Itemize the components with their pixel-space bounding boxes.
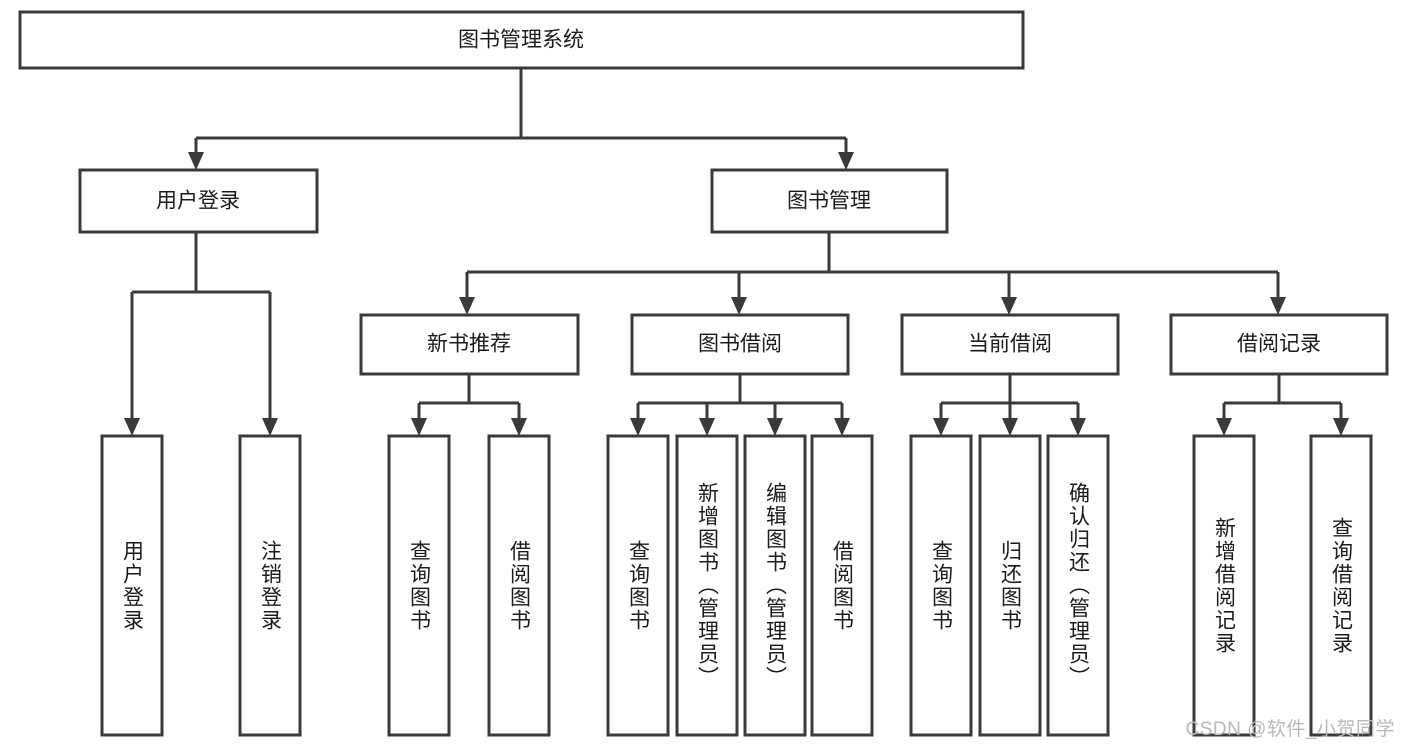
node-book-management-label: 图书管理 — [787, 190, 871, 213]
node-borrow-record-box[interactable] — [1169, 313, 1389, 376]
arrow-to-leaf-user-login — [124, 418, 140, 436]
arrow-to-leaf-add-book — [699, 418, 715, 436]
node-leaf-borrow-book-2-box[interactable] — [810, 434, 874, 737]
node-book-borrow-box[interactable] — [630, 313, 850, 376]
node-leaf-logout-login-box[interactable] — [238, 434, 302, 737]
node-book-borrow-label: 图书借阅 — [698, 333, 782, 356]
arrow-to-leaf-edit-book — [767, 418, 783, 436]
arrow-to-leaf-query-record — [1333, 418, 1349, 436]
node-user-login-label: 用户登录 — [156, 190, 240, 213]
node-leaf-user-login-box[interactable] — [100, 434, 164, 737]
node-new-book-recommend[interactable]: 新书推荐 — [359, 313, 580, 376]
arrow-to-new-book-recommend — [459, 297, 475, 315]
node-new-book-recommend-box[interactable] — [359, 313, 580, 376]
arrow-to-borrow-record — [1270, 297, 1286, 315]
node-borrow-record[interactable]: 借阅记录 — [1169, 313, 1389, 376]
node-leaf-query-book-2-box[interactable] — [606, 434, 670, 737]
node-leaf-query-book-1-box[interactable] — [387, 434, 451, 737]
node-new-book-recommend-label: 新书推荐 — [427, 333, 511, 356]
node-leaf-query-book-3-box[interactable] — [909, 434, 973, 737]
node-leaf-return-book-box[interactable] — [978, 434, 1042, 737]
node-root[interactable]: 图书管理系统 — [18, 10, 1025, 70]
node-leaf-borrow-book-1-box[interactable] — [487, 434, 551, 737]
edge-new-book-recommend-to-leaves — [417, 374, 521, 418]
node-current-borrow-label: 当前借阅 — [968, 333, 1052, 356]
node-book-management-box[interactable] — [710, 168, 949, 234]
node-root-label: 图书管理系统 — [458, 29, 584, 52]
leaf-box-layer — [100, 434, 1373, 737]
edge-book-management-to-level3 — [465, 232, 1280, 297]
arrow-to-leaf-add-record — [1216, 418, 1232, 436]
arrow-to-leaf-query-book-3 — [933, 418, 949, 436]
edge-user-login-to-leaves — [130, 232, 272, 418]
edge-book-borrow-to-leaves — [636, 374, 844, 418]
arrow-to-leaf-borrow-book-1 — [511, 418, 527, 436]
arrow-to-leaf-return-book — [1002, 418, 1018, 436]
node-leaf-add-book-box[interactable] — [675, 434, 739, 737]
arrow-to-book-borrow — [731, 297, 747, 315]
node-root-box[interactable] — [18, 10, 1025, 70]
node-current-borrow[interactable]: 当前借阅 — [900, 313, 1120, 376]
node-current-borrow-box[interactable] — [900, 313, 1120, 376]
node-user-login-box[interactable] — [78, 168, 319, 234]
arrow-to-current-borrow — [1001, 297, 1017, 315]
arrow-to-book-management — [838, 152, 854, 170]
edge-borrow-record-to-leaves — [1222, 374, 1343, 418]
arrow-to-leaf-confirm-return — [1070, 418, 1086, 436]
node-book-management[interactable]: 图书管理 — [710, 168, 949, 234]
arrow-to-leaf-logout-login — [262, 418, 278, 436]
node-leaf-confirm-return-box[interactable] — [1046, 434, 1110, 737]
node-borrow-record-label: 借阅记录 — [1237, 333, 1321, 356]
edge-root-to-level2 — [194, 68, 848, 152]
node-user-login[interactable]: 用户登录 — [78, 168, 319, 234]
arrow-to-leaf-borrow-book-2 — [834, 418, 850, 436]
node-leaf-edit-book-box[interactable] — [743, 434, 807, 737]
arrow-to-leaf-query-book-2 — [630, 418, 646, 436]
connector-layer — [124, 68, 1349, 436]
node-book-borrow[interactable]: 图书借阅 — [630, 313, 850, 376]
edge-current-borrow-to-leaves — [939, 374, 1080, 418]
node-leaf-query-record-box[interactable] — [1309, 434, 1373, 737]
arrow-to-user-login — [188, 152, 204, 170]
arrow-to-leaf-query-book-1 — [411, 418, 427, 436]
csdn-watermark: CSDN @软件_小贺同学 — [1185, 719, 1395, 740]
node-leaf-add-record-box[interactable] — [1192, 434, 1256, 737]
